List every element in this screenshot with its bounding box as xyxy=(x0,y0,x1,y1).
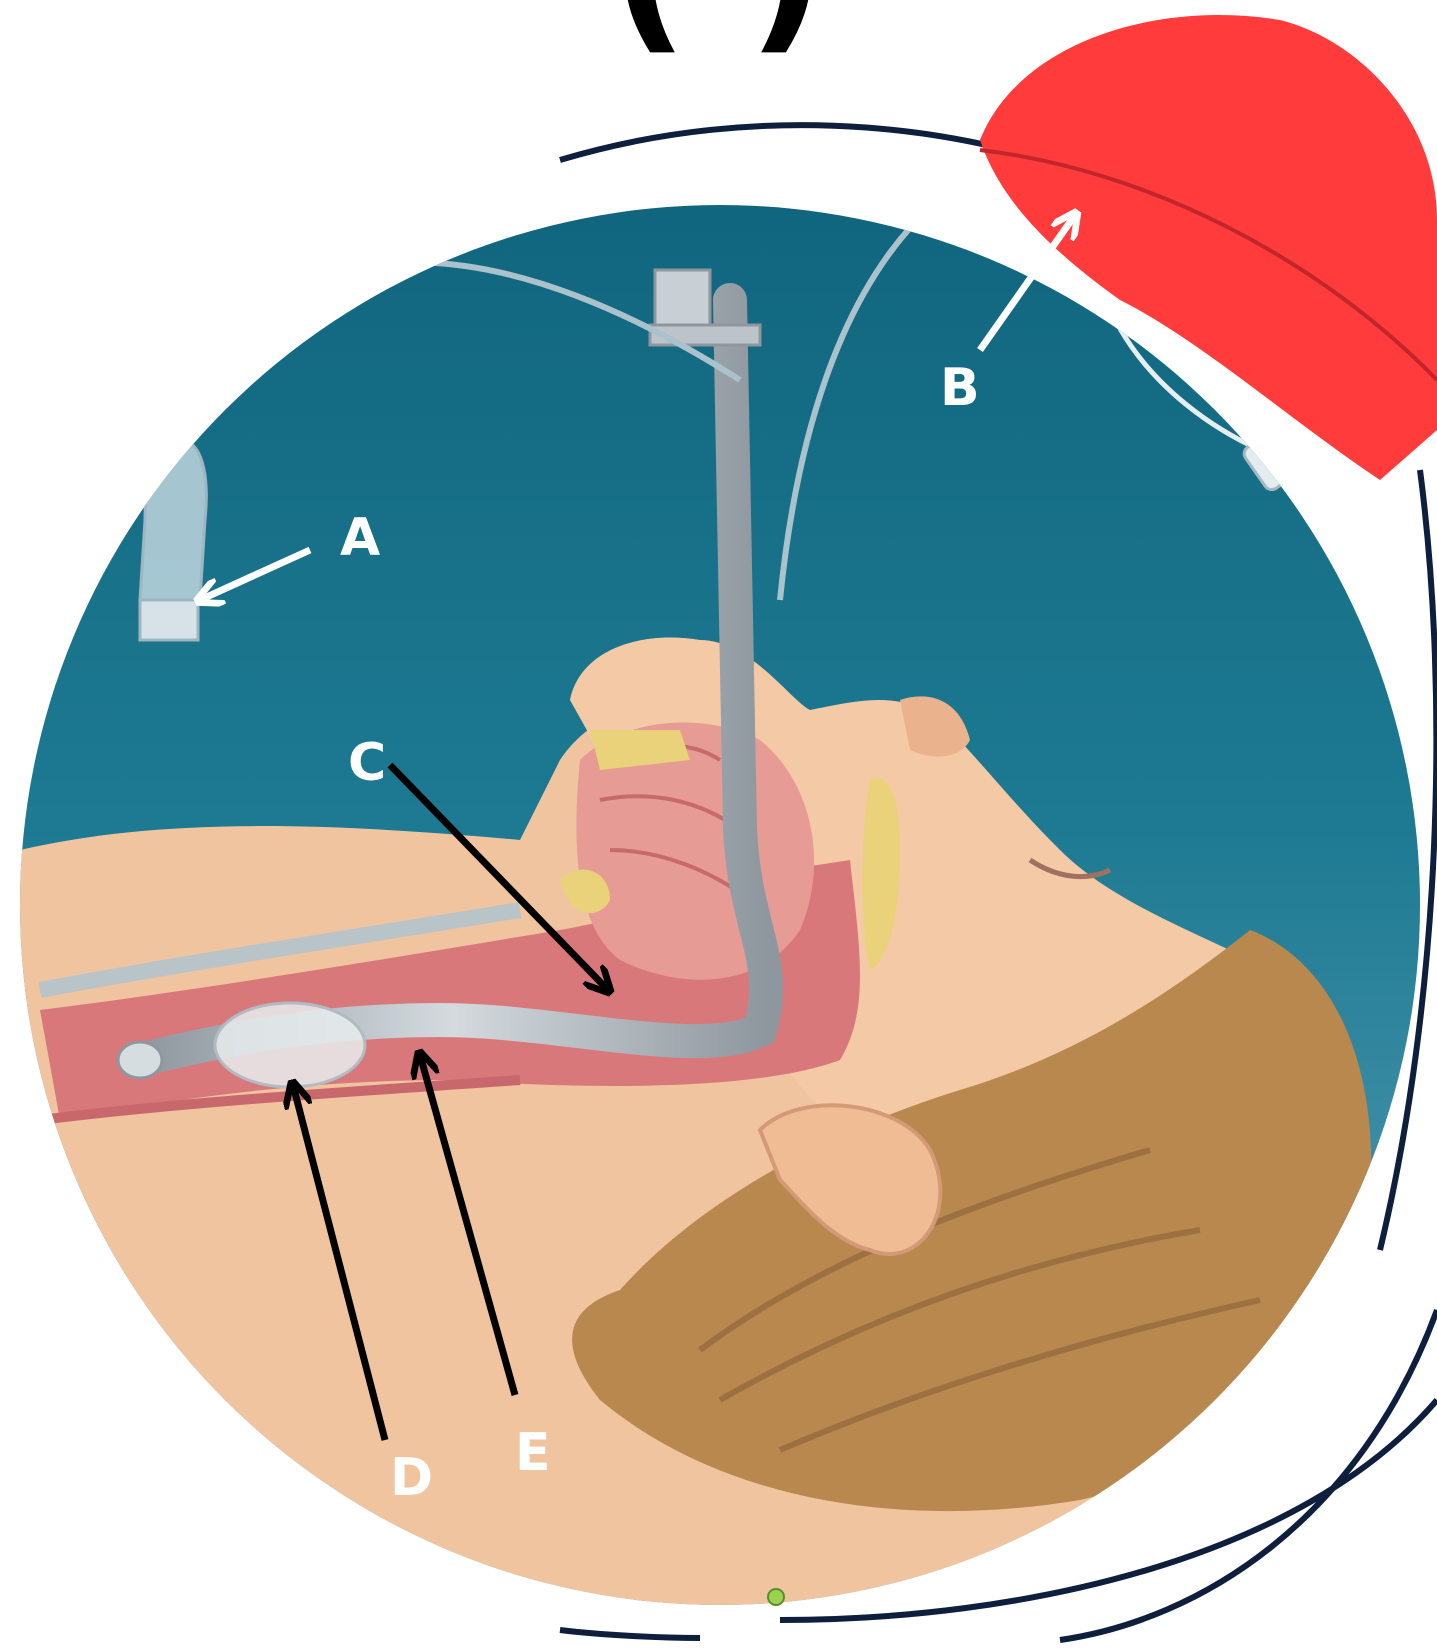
pilot-balloon xyxy=(140,440,206,600)
label-e: E xyxy=(515,1423,551,1483)
title-text: ( ) xyxy=(611,0,826,71)
title-brackets: ( ) xyxy=(611,0,826,71)
tube-cuff xyxy=(215,1003,365,1087)
label-d: D xyxy=(390,1448,433,1508)
tube-tip xyxy=(118,1042,162,1078)
label-a: A xyxy=(340,508,380,568)
label-c: C xyxy=(348,733,386,793)
green-marker xyxy=(768,1589,784,1605)
tube-connector xyxy=(655,270,710,330)
label-b: B xyxy=(940,358,980,418)
